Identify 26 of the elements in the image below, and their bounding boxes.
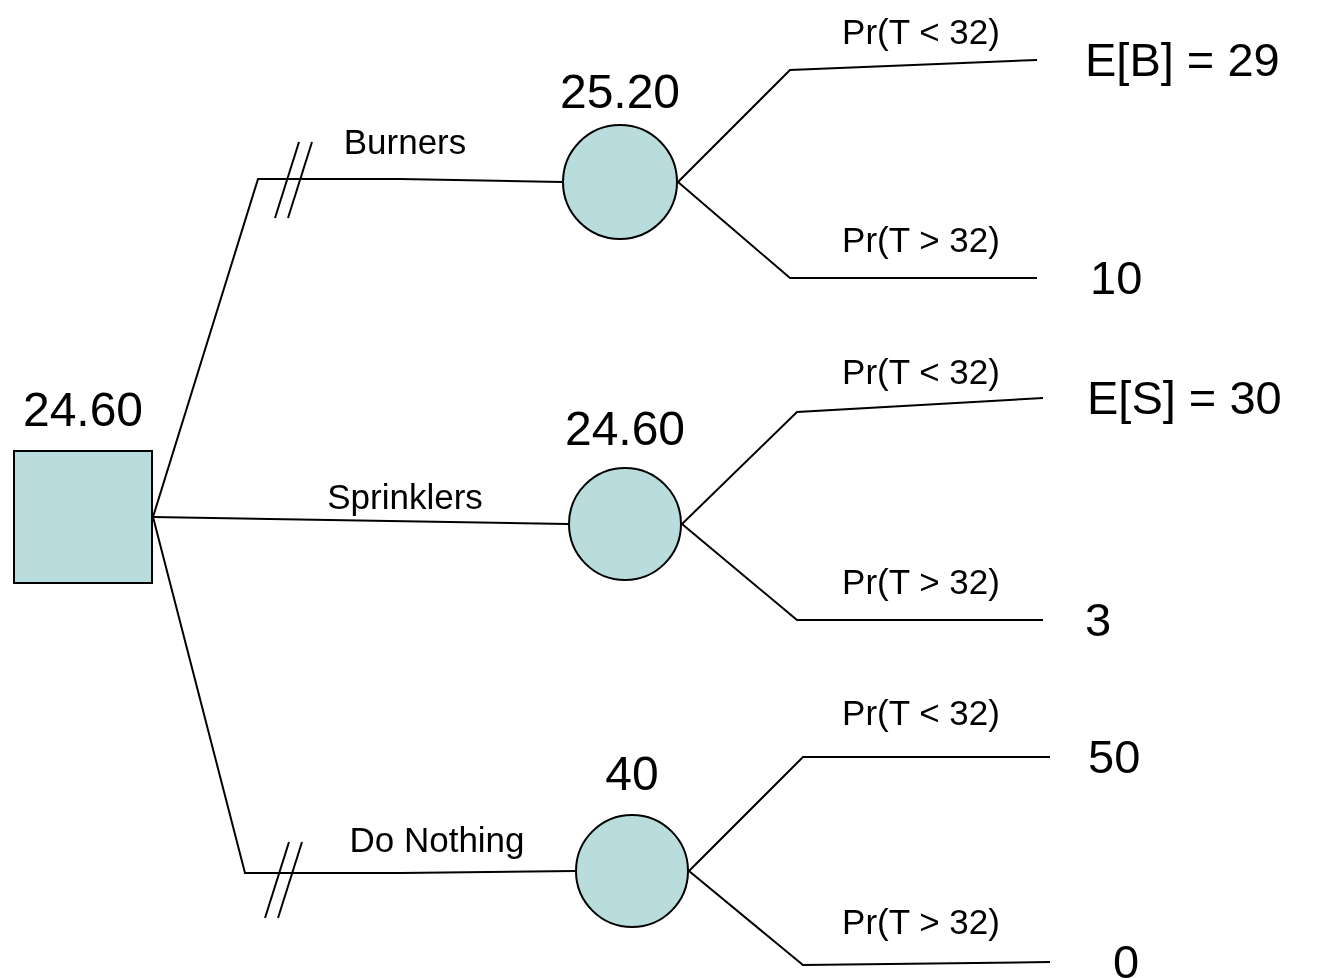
branch-line	[681, 523, 1044, 621]
branch-line	[677, 59, 1038, 183]
expected-value: 40	[605, 746, 659, 802]
edge-label: Pr(T < 32)	[842, 12, 1000, 52]
payoff-value: 50	[1050, 729, 1141, 785]
edge-label: Do Nothing	[349, 820, 525, 860]
edge-label: Sprinklers	[327, 477, 483, 517]
edge-label: Pr(T < 32)	[842, 352, 1000, 392]
branch-line	[688, 756, 1051, 872]
branch-line	[677, 181, 1038, 279]
edge-label: Pr(T > 32)	[842, 220, 1000, 260]
expected-value: 25.20	[559, 64, 681, 120]
payoff-value: 3	[1043, 592, 1112, 648]
branch-line	[152, 516, 569, 525]
edge-label: Pr(T > 32)	[842, 902, 1000, 942]
edge-label: Burners	[343, 122, 467, 162]
edge-label: Pr(T > 32)	[842, 562, 1000, 602]
expected-value: 24.60	[22, 382, 144, 438]
payoff-value: E[B] = 29	[1037, 32, 1280, 88]
edge-label: Pr(T < 32)	[842, 693, 1000, 733]
payoff-value: 0	[1050, 934, 1140, 979]
payoff-value: 10	[1037, 250, 1143, 306]
branch-line	[681, 397, 1044, 525]
payoff-value: E[S] = 30	[1043, 370, 1282, 426]
expected-value: 24.60	[564, 400, 686, 457]
branch-line	[688, 870, 1051, 966]
